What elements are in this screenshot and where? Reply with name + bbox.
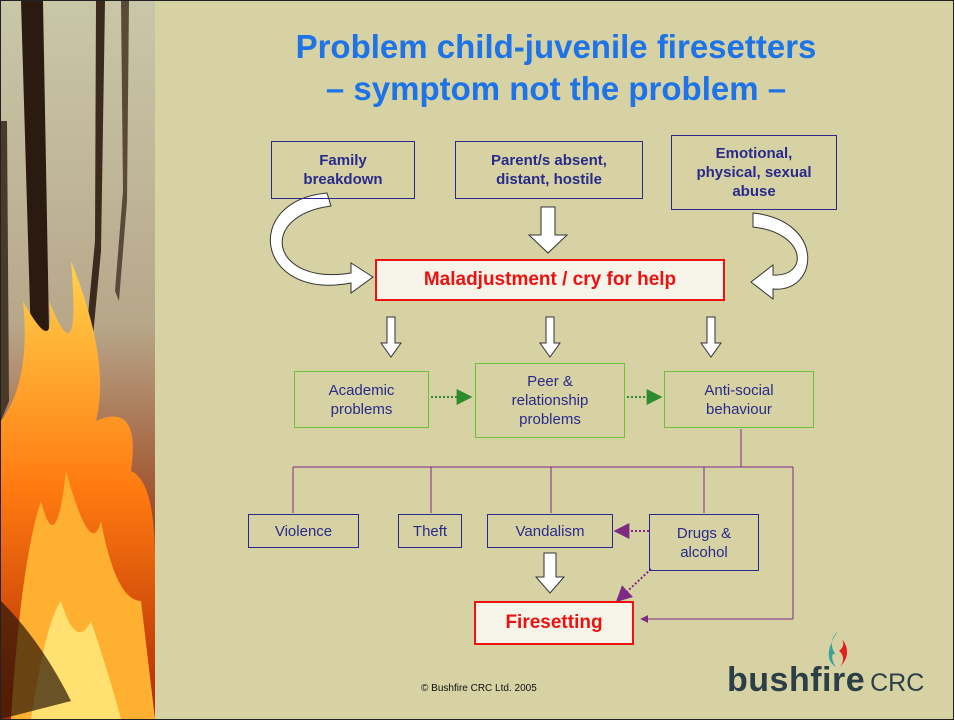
maladjustment-box: Maladjustment / cry for help [375,259,725,301]
title-line-2: – symptom not the problem – [325,70,787,107]
flame-icon [828,631,848,667]
title-line-1: Problem child-juvenile firesetters [295,28,817,65]
down-arrow-left [380,316,402,358]
curved-arrow-right [750,212,809,301]
curved-arrow-left [270,192,374,294]
behaviour-theft: Theft [398,514,462,548]
cause-parents-absent: Parent/s absent,distant, hostile [455,141,643,199]
down-arrow-vandalism [534,552,566,594]
down-arrow-center [527,206,569,254]
behaviour-violence: Violence [248,514,359,548]
behaviour-drugs-alcohol: Drugs &alcohol [649,514,759,571]
logo-suffix: CRC [870,669,925,697]
firesetting-box: Firesetting [474,601,634,645]
logo-word: bushfire [727,661,866,699]
down-arrow-right [700,316,722,358]
copyright-text: © Bushfire CRC Ltd. 2005 [421,683,537,694]
down-arrow-middle [539,316,561,358]
dotted-arrow-drugs-firesetting [615,568,652,603]
behaviour-vandalism: Vandalism [487,514,613,548]
bushfire-photo [1,1,155,719]
